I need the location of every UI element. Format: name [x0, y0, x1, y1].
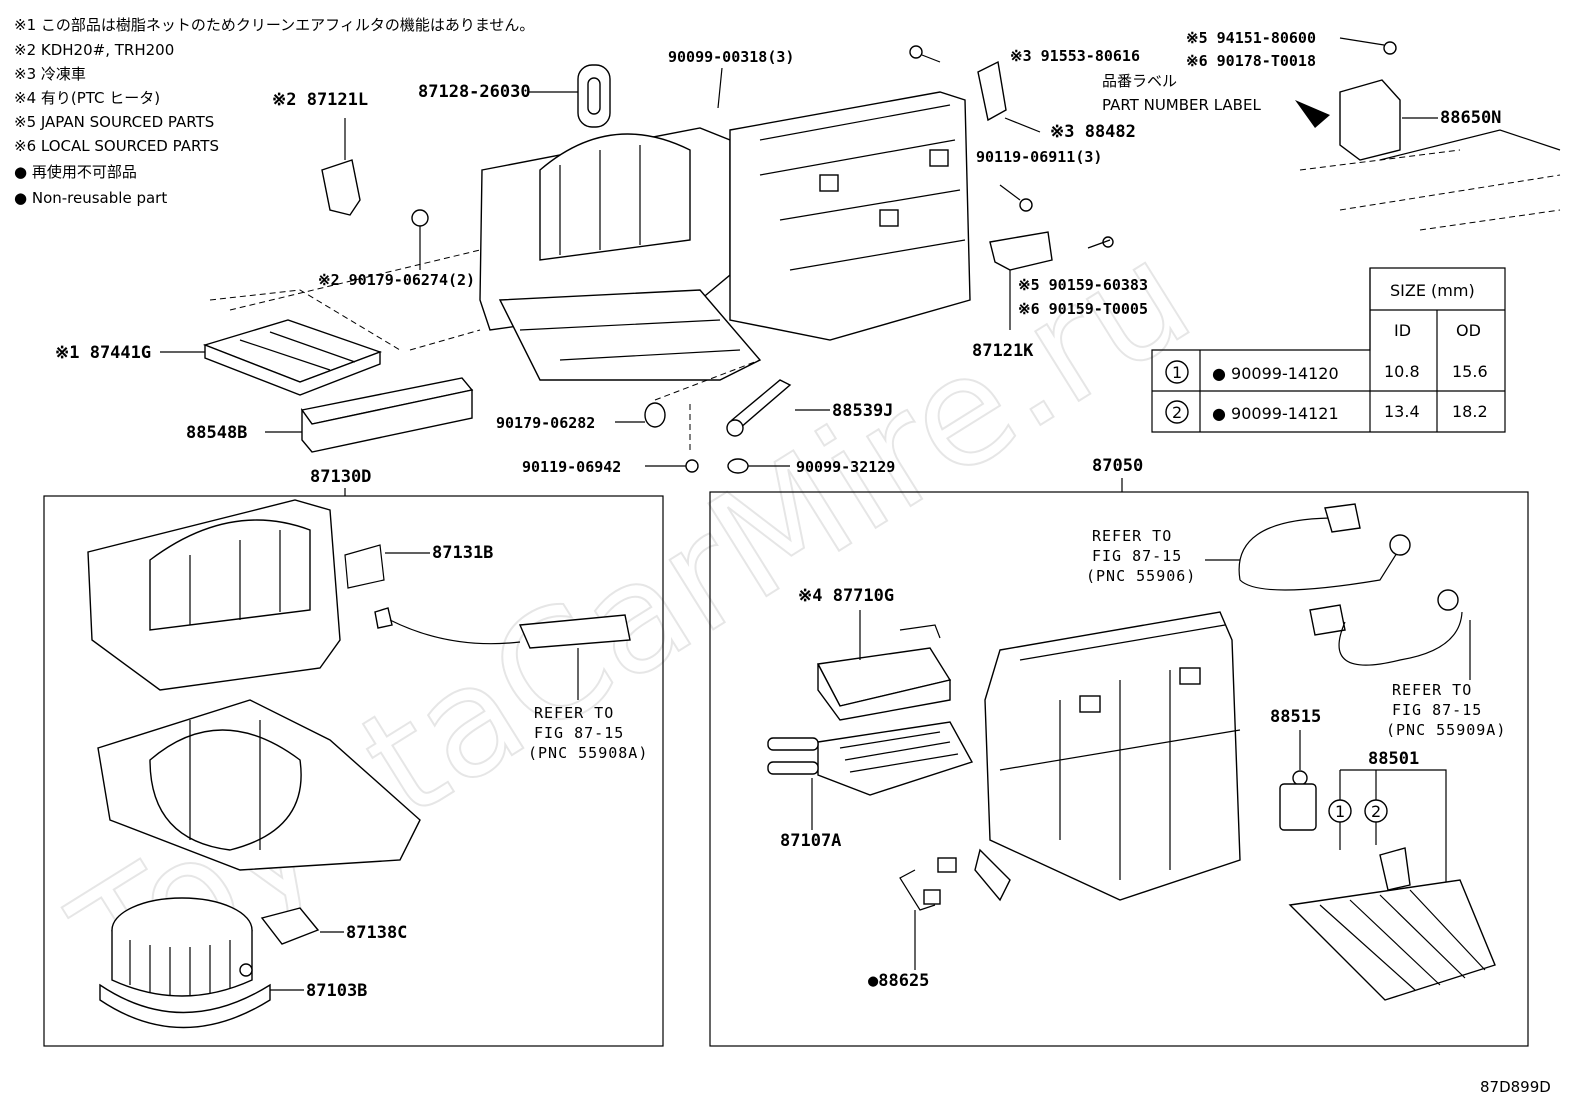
note-8: ● Non-reusable part [14, 189, 167, 207]
note-3: ※3 冷凍車 [14, 65, 86, 83]
label-87050: 87050 [1092, 456, 1143, 476]
fasteners-drawing [615, 359, 830, 474]
size-table-title: SIZE (mm) [1390, 281, 1475, 300]
label-87103B: 87103B [306, 981, 367, 1001]
diagram-code: 87D899D [1480, 1078, 1551, 1096]
label-90179-06282: 90179-06282 [496, 414, 595, 432]
blower-case-87131B-drawing [87, 499, 631, 700]
ref-right-line3: (PNC 55909A) [1386, 721, 1506, 739]
sensor-88625-drawing [899, 857, 957, 970]
box-87050 [709, 491, 1529, 1047]
part-number-label-jp: 品番ラベル [1102, 72, 1177, 90]
label-90179-06274: ※2 90179-06274(2) [318, 271, 475, 289]
size-table-col-od: OD [1456, 321, 1481, 340]
ref-top-line3: (PNC 55906) [1086, 567, 1196, 585]
hvac-unit-drawing [479, 91, 971, 381]
ref-top: REFER TO FIG 87-15 (PNC 55906) [1086, 527, 1196, 585]
sensor-wires-drawing [1205, 503, 1471, 680]
note-4: ※4 有り(PTC ヒータ) [14, 89, 160, 107]
bolt-91553-drawing [909, 45, 1041, 212]
label-87138C: 87138C [346, 923, 407, 943]
ref-right-line2: FIG 87-15 [1392, 701, 1482, 719]
ref-left-line2: FIG 87-15 [534, 724, 624, 742]
part-number-label-en: PART NUMBER LABEL [1102, 96, 1261, 114]
label-87107A: 87107A [780, 831, 841, 851]
expansion-valve-88515-drawing [1279, 730, 1317, 831]
ptc-heater-87710G-drawing [816, 610, 952, 721]
circle-mark-1: 1 [1335, 802, 1345, 821]
label-90119-06911: 90119-06911(3) [976, 148, 1102, 166]
label-87128-26030: 87128-26030 [418, 82, 531, 102]
size-table-col-id: ID [1394, 321, 1411, 340]
size-table: SIZE (mm) ID OD 1 ● 90099-14120 10.8 15.… [1151, 267, 1506, 433]
label-87131B: 87131B [432, 543, 493, 563]
ref-right: REFER TO FIG 87-15 (PNC 55909A) [1386, 681, 1506, 739]
box-87130D [43, 495, 664, 1047]
label-94151-80600: ※5 94151-80600 [1186, 29, 1316, 47]
label-88501: 88501 [1368, 749, 1419, 769]
blower-housing-drawing [97, 699, 421, 871]
label-88625: ●88625 [868, 971, 929, 991]
resistor-87138C-drawing [260, 907, 344, 945]
size-table-row1-part: ● 90099-14120 [1212, 364, 1339, 383]
label-88515: 88515 [1270, 707, 1321, 727]
note-7: ● 再使用不可部品 [14, 163, 137, 181]
size-table-row2-id: 13.4 [1384, 402, 1420, 421]
size-table-row2-part: ● 90099-14121 [1212, 404, 1339, 423]
heater-core-87107A-drawing [767, 721, 974, 830]
ref-right-line1: REFER TO [1392, 681, 1472, 699]
label-90099-32129: 90099-32129 [796, 458, 895, 476]
label-87441G: ※1 87441G [55, 343, 151, 363]
size-table-row2-od: 18.2 [1452, 402, 1488, 421]
hvac-case-87050-drawing [974, 611, 1241, 902]
label-88548B: 88548B [186, 423, 247, 443]
notes-legend: ※1 この部品は樹脂ネットのためクリーンエアフィルタの機能はありません。 ※2 … [14, 16, 534, 207]
label-87121K: 87121K [972, 341, 1034, 361]
label-88650N: 88650N [1440, 108, 1501, 128]
label-87121L: ※2 87121L [272, 90, 368, 110]
label-88482: ※3 88482 [1050, 122, 1136, 142]
label-87130D: 87130D [310, 467, 371, 487]
ref-top-line2: FIG 87-15 [1092, 547, 1182, 565]
circle-mark-2: 2 [1371, 802, 1381, 821]
size-table-row1-mark: 1 [1172, 363, 1182, 382]
ref-top-line1: REFER TO [1092, 527, 1172, 545]
size-table-row1-od: 15.6 [1452, 362, 1488, 381]
amplifier-88650N-drawing [1295, 37, 1561, 231]
bracket-87121K-drawing [989, 231, 1114, 330]
label-90159-T0005: ※6 90159-T0005 [1018, 300, 1148, 318]
label-91553-80616: ※3 91553-80616 [1010, 47, 1140, 65]
evaporator-88501-drawing: 1 2 [1288, 769, 1496, 1001]
note-5: ※5 JAPAN SOURCED PARTS [14, 113, 214, 131]
label-90119-06942: 90119-06942 [522, 458, 621, 476]
label-87710G: ※4 87710G [798, 586, 894, 606]
note-2: ※2 KDH20#, TRH200 [14, 41, 174, 59]
bracket-87121L-drawing [321, 118, 429, 270]
size-table-row1-id: 10.8 [1384, 362, 1420, 381]
filter-88548B-drawing [265, 377, 474, 453]
label-88539J: 88539J [832, 401, 893, 421]
ref-left-line3: (PNC 55908A) [528, 744, 648, 762]
ref-left-line1: REFER TO [534, 704, 614, 722]
ref-left: REFER TO FIG 87-15 (PNC 55908A) [528, 704, 648, 762]
label-90178-T0018: ※6 90178-T0018 [1186, 52, 1316, 70]
blower-motor-87103B-drawing [99, 897, 304, 1029]
filter-87441G-drawing [160, 249, 481, 396]
label-90099-00318: 90099-00318(3) [668, 48, 794, 66]
note-6: ※6 LOCAL SOURCED PARTS [14, 137, 219, 155]
grommet-87128-drawing [528, 64, 611, 128]
label-90159-60383: ※5 90159-60383 [1018, 276, 1148, 294]
note-1: ※1 この部品は樹脂ネットのためクリーンエアフィルタの機能はありません。 [14, 16, 534, 34]
size-table-row2-mark: 2 [1172, 403, 1182, 422]
